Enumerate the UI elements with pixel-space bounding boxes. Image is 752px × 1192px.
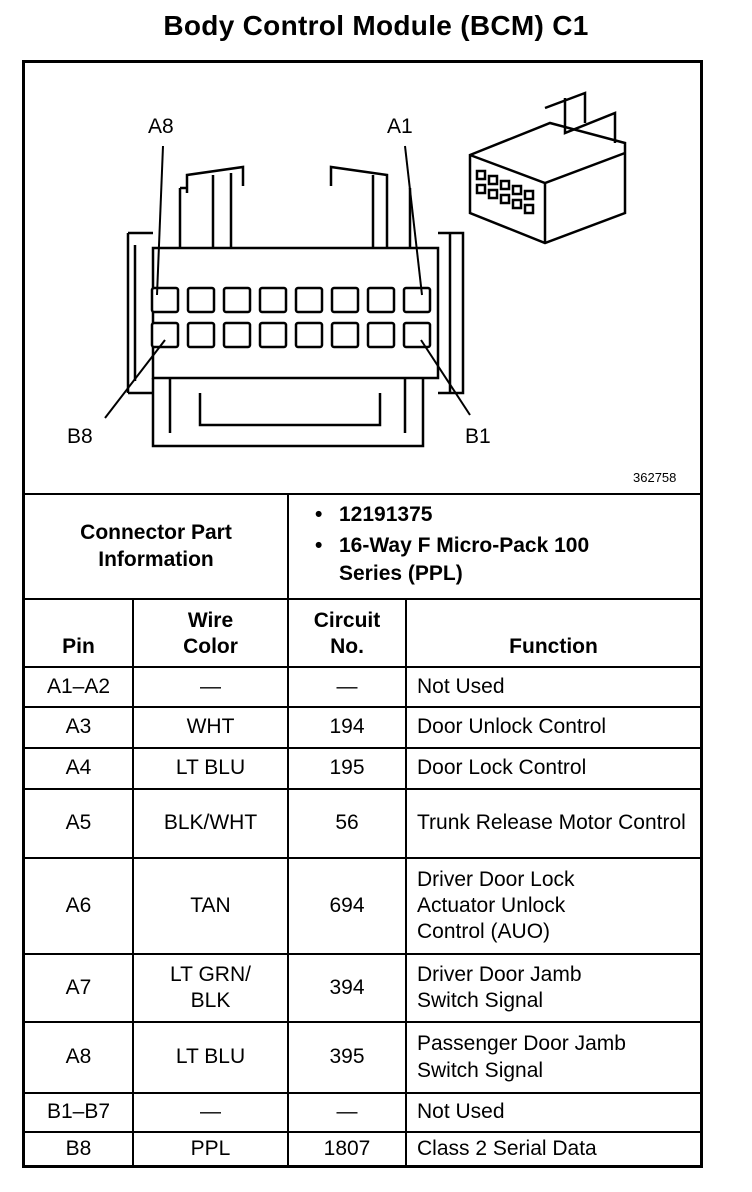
pin-label-a1: A1 — [387, 115, 413, 138]
page-title: Body Control Module (BCM) C1 — [163, 10, 589, 41]
table-cell-circuit: 56 — [335, 811, 359, 835]
figure-number: 362758 — [633, 470, 677, 485]
connector-info-list: •12191375 •16-Way F Micro-Pack 100 Serie… — [315, 501, 609, 591]
table-cell-circuit: 395 — [329, 1045, 365, 1069]
table-cell-wire: PPL — [190, 1136, 231, 1160]
table-cell-circuit: 694 — [329, 893, 365, 917]
table-cell-circuit: 194 — [329, 715, 365, 739]
table-cell-circuit: 195 — [329, 756, 365, 780]
table-cell-wire: TAN — [190, 893, 231, 917]
table-cell-pin: A5 — [65, 811, 92, 835]
header-circuit: Circuit No. — [313, 608, 381, 658]
list-item: •12191375 — [315, 503, 433, 526]
table-cell-function: Class 2 Serial Data — [417, 1136, 597, 1160]
table-cell-wire: BLK/WHT — [163, 811, 258, 835]
connector-sheet: A8 A1 B8 B1 362758 Connector Part Inform… — [22, 60, 703, 1168]
header-wire-color: Wire Color — [183, 608, 238, 658]
pin-label-b1: B1 — [465, 425, 491, 448]
table-cell-pin: A7 — [65, 975, 92, 999]
connector-drawing — [104, 91, 627, 448]
table-cell-pin: B1–B7 — [46, 1100, 111, 1124]
connector-3d-icon — [468, 91, 627, 245]
table-cell-function: Not Used — [417, 1100, 505, 1124]
table-cell-function: Trunk Release Motor Control — [417, 811, 686, 835]
table-cell-function: Driver Door Jamb Switch Signal — [417, 962, 582, 1012]
table-cell-pin: B8 — [65, 1136, 92, 1160]
table-cell-wire: LT GRN/ BLK — [170, 962, 251, 1012]
pin-label-a8: A8 — [148, 115, 174, 138]
table-cell-circuit: 394 — [329, 975, 365, 999]
table-cell-function: Not Used — [417, 674, 505, 698]
table-cell-function: Driver Door Lock Actuator Unlock Control… — [417, 867, 575, 944]
pin-label-b8: B8 — [67, 425, 93, 448]
table-cell-circuit: — — [336, 1100, 358, 1124]
table-cell-function: Door Lock Control — [417, 756, 587, 780]
table-cell-wire: — — [200, 1100, 221, 1124]
connector-diagram: A8 A1 B8 B1 362758 — [25, 63, 700, 495]
table-cell-wire: WHT — [186, 715, 235, 739]
list-item: •16-Way F Micro-Pack 100 Series (PPL) — [315, 534, 590, 585]
table-cell-circuit: — — [336, 674, 358, 698]
table-cell-pin: A4 — [65, 756, 92, 780]
table-cell-pin: A6 — [65, 893, 92, 917]
header-function: Function — [509, 634, 598, 658]
table-cell-wire: — — [200, 674, 221, 698]
table-cell-function: Passenger Door Jamb Switch Signal — [417, 1032, 626, 1082]
table-cell-circuit: 1807 — [323, 1136, 371, 1160]
table-cell-pin: A8 — [65, 1045, 92, 1069]
connector-info-label: Connector Part Information — [80, 521, 232, 571]
table-cell-pin: A1–A2 — [46, 674, 111, 698]
header-pin: Pin — [62, 634, 95, 658]
table-cell-pin: A3 — [65, 715, 92, 739]
table-cell-function: Door Unlock Control — [417, 715, 607, 739]
table-cell-wire: LT BLU — [175, 756, 246, 780]
pin-cavities — [150, 286, 432, 349]
table-cell-wire: LT BLU — [175, 1045, 246, 1069]
